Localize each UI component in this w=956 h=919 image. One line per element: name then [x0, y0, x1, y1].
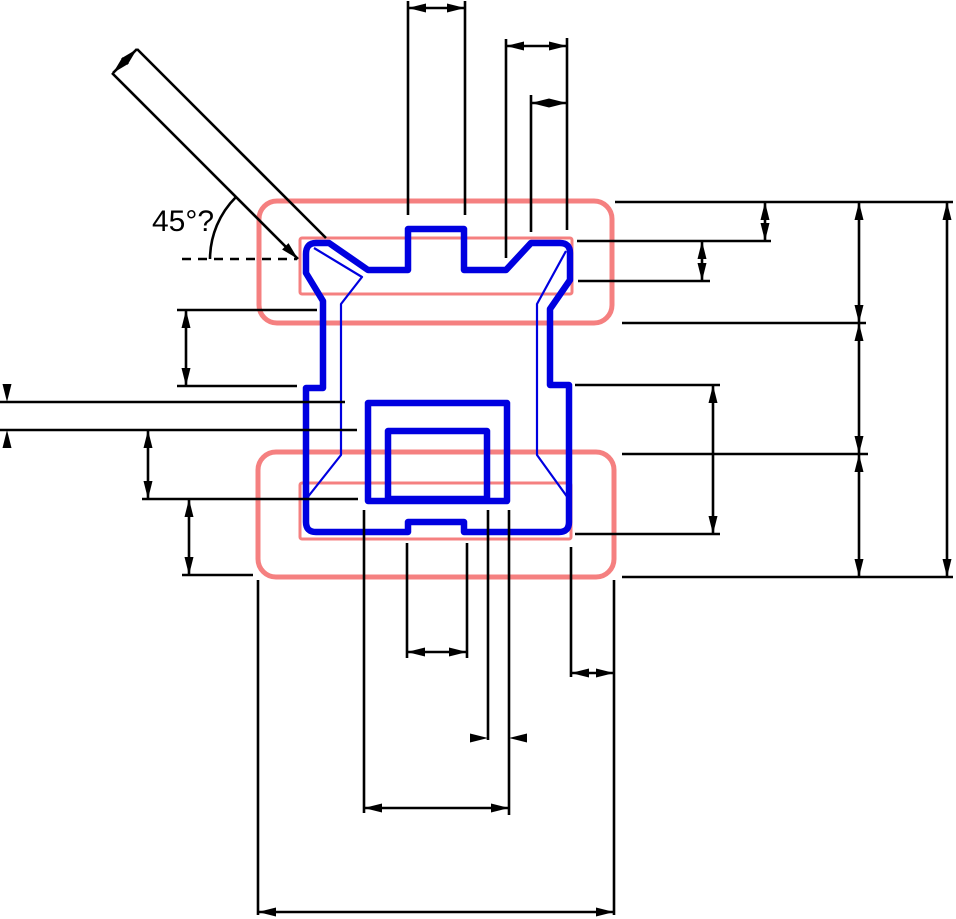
highlight-box [255, 449, 617, 580]
arrowhead [549, 98, 567, 108]
arrowhead [506, 41, 524, 51]
outside-arrowhead [509, 733, 527, 743]
arrowhead [491, 803, 509, 813]
inner-rectangle [384, 427, 491, 503]
arrowhead [181, 310, 191, 328]
arrowhead [854, 305, 864, 323]
profile-layer [302, 225, 574, 536]
arrowhead [596, 668, 614, 678]
highlight-box [256, 198, 615, 326]
arrowhead [942, 559, 952, 577]
arrowhead [854, 559, 864, 577]
arrowhead [407, 647, 425, 657]
profile-inner-line [535, 250, 569, 499]
arrowhead [181, 368, 191, 386]
arrowhead [942, 202, 952, 220]
arrowhead [596, 907, 614, 917]
arrowhead [447, 3, 465, 13]
arrowhead [854, 454, 864, 472]
arrowhead [854, 202, 864, 220]
arrowhead [531, 98, 549, 108]
arrowhead [143, 481, 153, 499]
profile-outline [302, 225, 574, 536]
angle-arc [208, 196, 237, 260]
arrowhead [449, 647, 467, 657]
outside-arrowhead [2, 430, 12, 448]
chamfer-leader-arrowhead [282, 243, 298, 259]
arrowhead [121, 49, 137, 65]
arrowhead [184, 499, 194, 517]
arrowhead [760, 223, 770, 241]
arrowhead [708, 385, 718, 403]
arrowhead [184, 557, 194, 575]
arrowhead [571, 668, 589, 678]
arrowhead [549, 41, 567, 51]
arrowhead [854, 436, 864, 454]
arrowhead [364, 803, 382, 813]
arrowhead [258, 907, 276, 917]
arrowhead [760, 202, 770, 220]
arrowhead [697, 241, 707, 259]
chamfer-extension-line [136, 48, 327, 239]
profile-inner-line [306, 247, 364, 499]
arrowhead [854, 323, 864, 341]
angle-annotation-layer: 45°? [152, 196, 297, 261]
chamfer-leader-line [111, 72, 299, 260]
arrowhead [143, 430, 153, 448]
outside-arrowhead [2, 384, 12, 402]
angle-question-label: 45°? [152, 205, 214, 238]
arrowhead [708, 516, 718, 534]
arrowhead [697, 263, 707, 281]
arrowhead [408, 3, 426, 13]
outside-arrowhead [470, 733, 488, 743]
